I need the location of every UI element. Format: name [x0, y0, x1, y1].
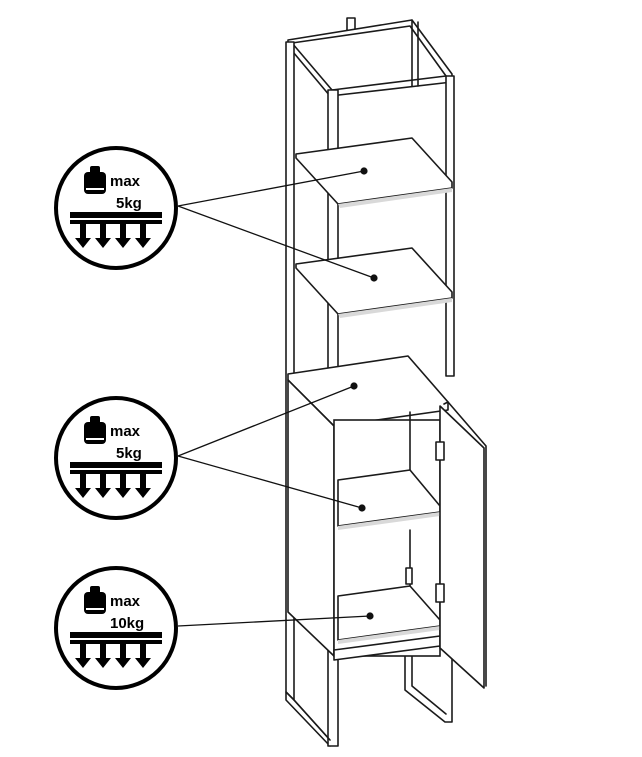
- load-arrows-icon: [70, 212, 162, 248]
- weight-icon: [84, 586, 106, 614]
- weight-icon: [84, 416, 106, 444]
- badge-label-max: max: [110, 173, 141, 190]
- badge-label-weight: 10kg: [110, 615, 144, 632]
- badge-label-weight: 5kg: [116, 445, 142, 462]
- load-arrows-icon: [70, 632, 162, 668]
- weight-badge-2: max 5kg: [54, 396, 178, 520]
- badge-label-max: max: [110, 593, 141, 610]
- cabinet-door: [405, 401, 487, 689]
- load-arrows-icon: [70, 462, 162, 498]
- hinge-top: [435, 441, 445, 461]
- right-frame: [404, 75, 455, 723]
- weight-badge-1: max 5kg: [54, 146, 178, 270]
- hinge-bottom: [435, 583, 445, 603]
- badge-label-max: max: [110, 423, 141, 440]
- badge-label-weight: 5kg: [116, 195, 142, 212]
- weight-badge-3: max 10kg: [54, 566, 178, 690]
- leader-lines: [177, 170, 375, 627]
- weight-icon: [84, 166, 106, 194]
- cabinet-drawing: [285, 17, 487, 747]
- back-frame: [411, 19, 419, 87]
